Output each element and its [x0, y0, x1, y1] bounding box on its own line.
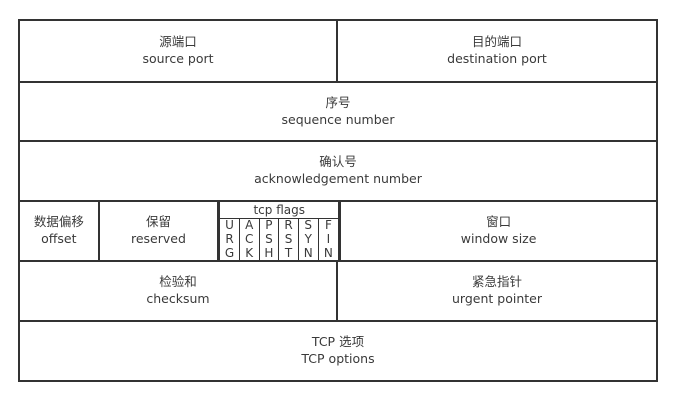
flag-psh-letter-3: H	[264, 245, 274, 260]
sequence-number-label-en: sequence number	[281, 111, 395, 127]
tcp-options-label-zh: TCP 选项	[311, 334, 365, 350]
flag-psh: P S H	[260, 218, 280, 261]
flag-syn-letter-1: S	[304, 218, 313, 232]
checksum-label-zh: 检验和	[159, 274, 197, 290]
flag-fin-letter-2: I	[326, 231, 331, 246]
source-port-cell: 源端口 source port	[20, 21, 338, 81]
flag-psh-letter-2: S	[265, 231, 273, 246]
urgent-pointer-label-en: urgent pointer	[452, 291, 542, 306]
tcp-flags-columns: U R G A C K P S H R S T	[219, 218, 340, 262]
flag-ack-letter-1: A	[245, 218, 254, 232]
tcp-flags-cell: tcp flags U R G A C K P S H R	[219, 202, 342, 262]
flag-rst-letter-1: R	[284, 218, 293, 232]
flag-urg-letter-2: R	[225, 231, 234, 246]
acknowledgement-number-label-en: acknowledgement number	[254, 171, 422, 186]
source-port-label-zh: 源端口	[159, 34, 197, 50]
flag-urg-letter-1: U	[225, 218, 234, 232]
sequence-number-row: 序号 sequence number	[20, 83, 656, 142]
sequence-number-label-zh: 序号	[325, 94, 351, 110]
offset-reserved-flags-window-row: 数据偏移 offset 保留 reserved tcp flags U R G …	[20, 202, 656, 262]
flag-fin-letter-3: N	[323, 245, 333, 260]
source-port-label-en: source port	[142, 51, 214, 66]
flag-urg: U R G	[220, 218, 240, 261]
acknowledgement-number-cell: 确认号 acknowledgement number	[20, 142, 656, 200]
flag-syn-letter-3: N	[303, 245, 313, 260]
flag-fin-letter-1: F	[324, 218, 332, 232]
tcp-flags-title: tcp flags	[219, 202, 340, 219]
flag-ack-letter-2: C	[245, 231, 254, 246]
flag-ack: A C K	[240, 218, 260, 261]
acknowledgement-number-label-zh: 确认号	[319, 154, 357, 170]
tcp-options-row: TCP 选项 TCP options	[20, 322, 656, 380]
ports-row: 源端口 source port 目的端口 destination port	[20, 21, 656, 83]
acknowledgement-number-row: 确认号 acknowledgement number	[20, 142, 656, 202]
window-size-label-zh: 窗口	[486, 214, 512, 230]
checksum-cell: 检验和 checksum	[20, 262, 338, 320]
flag-fin: F I N	[319, 218, 339, 260]
flag-rst-letter-3: T	[284, 245, 293, 260]
reserved-label-en: reserved	[130, 231, 186, 246]
tcp-options-label-en: TCP options	[301, 351, 375, 366]
data-offset-label-zh: 数据偏移	[33, 214, 84, 230]
tcp-header-diagram: 源端口 source port 目的端口 destination port 序号…	[18, 19, 658, 382]
tcp-options-cell: TCP 选项 TCP options	[20, 322, 656, 380]
flag-syn-letter-2: Y	[304, 231, 312, 246]
checksum-urgent-pointer-row: 检验和 checksum 紧急指针 urgent pointer	[20, 262, 656, 322]
destination-port-label-zh: 目的端口	[471, 34, 522, 50]
flag-syn: S Y N	[299, 218, 319, 261]
destination-port-label-en: destination port	[447, 51, 547, 66]
sequence-number-cell: 序号 sequence number	[20, 83, 656, 140]
window-size-cell: 窗口 window size	[341, 202, 656, 260]
urgent-pointer-label-zh: 紧急指针	[471, 274, 522, 290]
window-size-label-en: window size	[460, 231, 537, 246]
flag-ack-letter-3: K	[245, 245, 254, 260]
urgent-pointer-cell: 紧急指针 urgent pointer	[338, 262, 656, 320]
destination-port-cell: 目的端口 destination port	[338, 21, 656, 81]
flag-urg-letter-3: G	[224, 245, 235, 260]
flag-rst: R S T	[279, 218, 299, 261]
data-offset-label-en: offset	[41, 231, 77, 246]
reserved-cell: 保留 reserved	[100, 202, 220, 260]
data-offset-cell: 数据偏移 offset	[20, 202, 100, 260]
flag-rst-letter-2: S	[284, 231, 293, 246]
checksum-label-en: checksum	[146, 291, 210, 306]
reserved-label-zh: 保留	[145, 214, 171, 230]
flag-psh-letter-1: P	[265, 218, 273, 232]
